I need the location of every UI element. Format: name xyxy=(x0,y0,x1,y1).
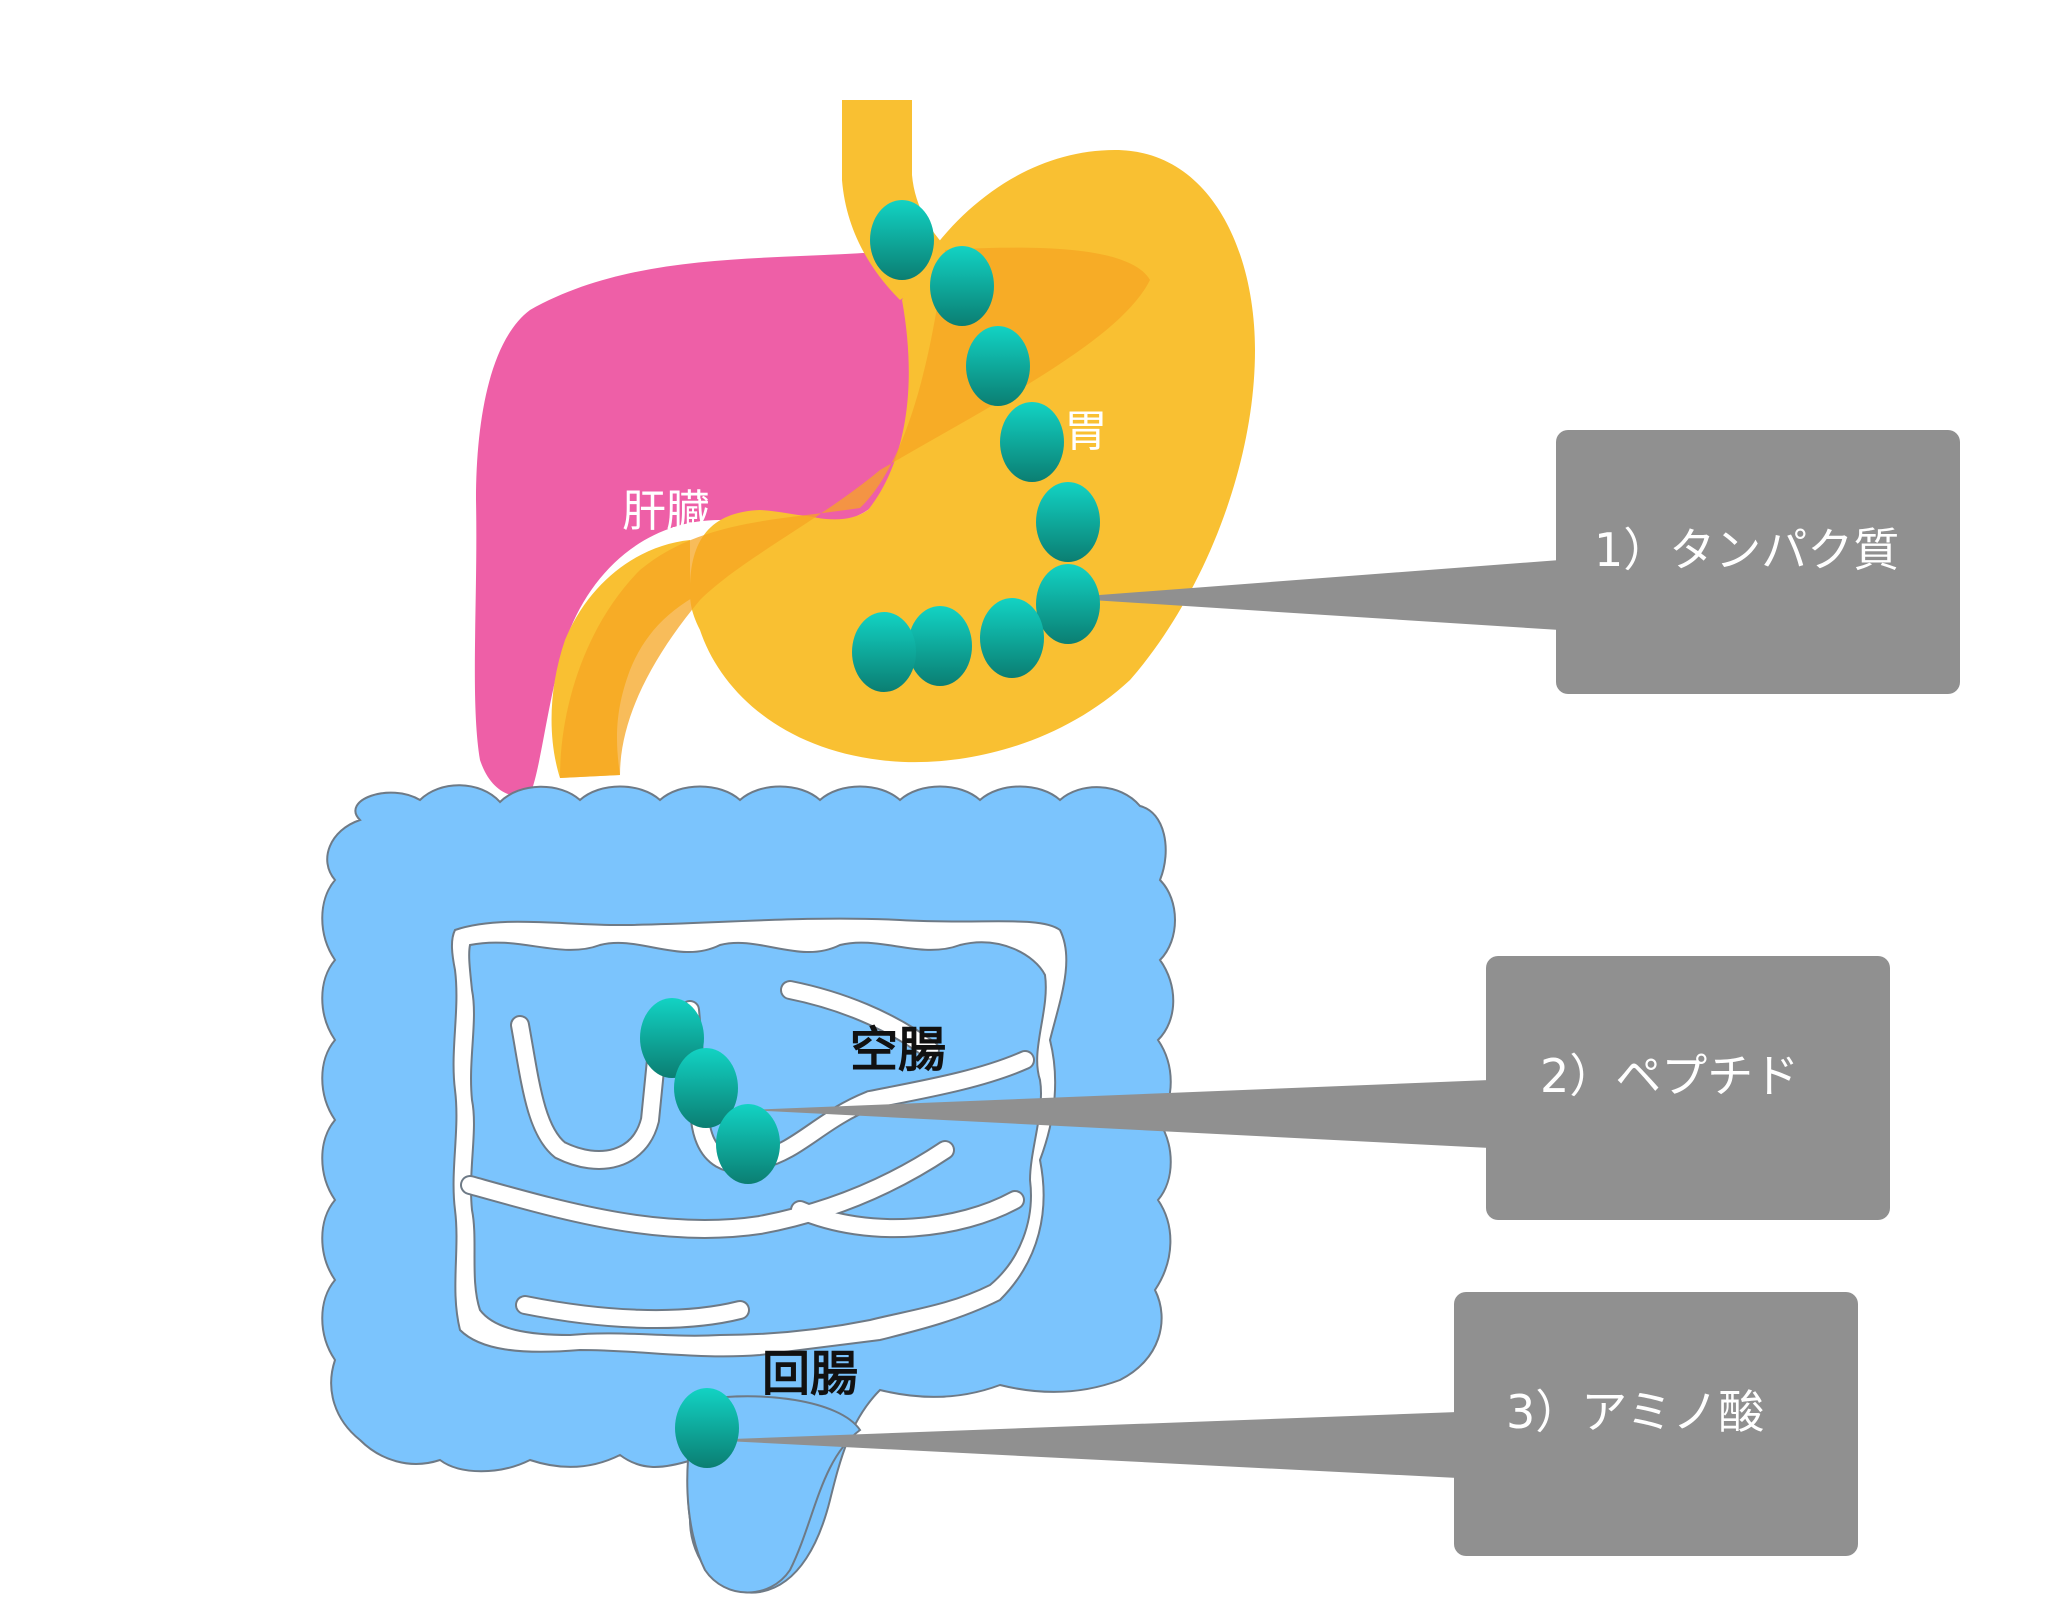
callout-protein: 1）タンパク質 xyxy=(1556,430,1960,694)
bead xyxy=(1000,402,1064,482)
bead xyxy=(852,612,916,692)
bead xyxy=(930,246,994,326)
bead xyxy=(966,326,1030,406)
amino-acid-beads xyxy=(675,1388,739,1468)
bead xyxy=(674,1048,738,1128)
callout-pointer-amino-acid xyxy=(705,1412,1458,1478)
bead xyxy=(1036,482,1100,562)
bead xyxy=(980,598,1044,678)
bead xyxy=(908,606,972,686)
callout-box xyxy=(1454,1292,1858,1556)
jejunum-label: 空腸 xyxy=(850,1022,946,1078)
callout-pointer-protein xyxy=(1060,560,1560,630)
ileum-label: 回腸 xyxy=(762,1346,858,1402)
callout-box xyxy=(1486,956,1890,1220)
stomach-label: 胃 xyxy=(1064,406,1108,457)
liver-label: 肝臓 xyxy=(622,486,710,537)
callout-peptide: 2）ペプチド xyxy=(1486,956,1890,1220)
bead xyxy=(716,1104,780,1184)
protein-beads xyxy=(852,200,1100,692)
callout-box xyxy=(1556,430,1960,694)
callout-protein-text: 1）タンパク質 xyxy=(1594,523,1899,577)
bead xyxy=(675,1388,739,1468)
intestines xyxy=(321,784,1176,1594)
bead xyxy=(870,200,934,280)
callout-peptide-text: 2）ペプチド xyxy=(1540,1049,1799,1103)
bead xyxy=(1036,564,1100,644)
callout-amino-acid-text: 3）アミノ酸 xyxy=(1506,1385,1764,1439)
callout-amino-acid: 3）アミノ酸 xyxy=(1454,1292,1858,1556)
callout-pointer-peptide xyxy=(748,1080,1490,1148)
liver-shape xyxy=(474,250,947,797)
peptide-beads xyxy=(640,998,780,1184)
intestine-loop-gaps-fill xyxy=(462,982,1033,1328)
